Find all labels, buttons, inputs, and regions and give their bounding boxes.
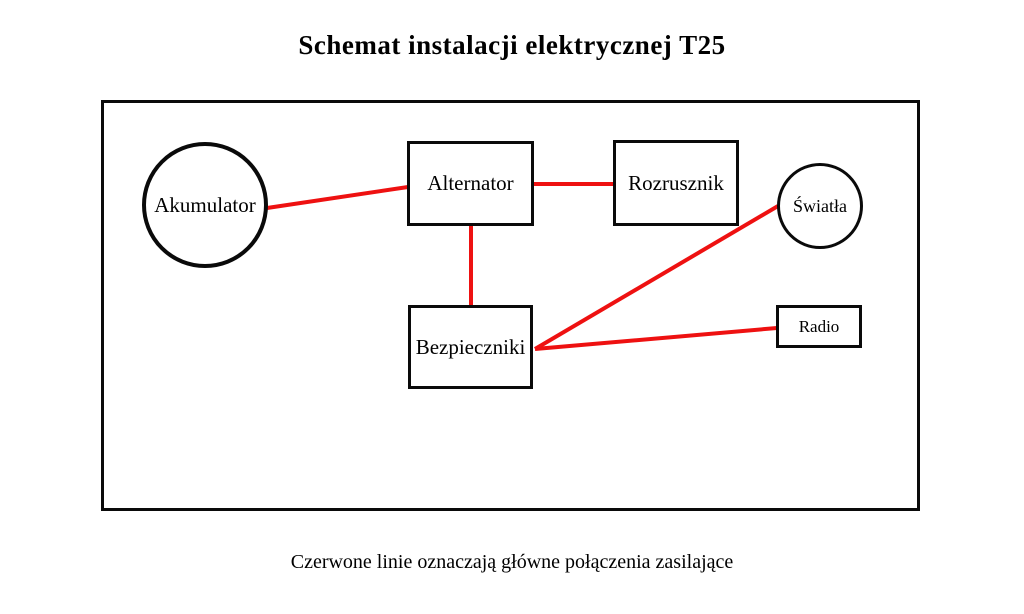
diagram-caption: Czerwone linie oznaczają główne połączen… [290, 551, 734, 573]
node-alternator: Alternator [407, 141, 534, 226]
diagram-frame [101, 100, 920, 511]
diagram-title: Schemat instalacji elektrycznej T25 [298, 30, 726, 60]
node-bezpieczniki: Bezpieczniki [408, 305, 533, 389]
node-akumulator: Akumulator [142, 142, 268, 268]
node-swiatla: Światła [777, 163, 863, 249]
node-radio: Radio [776, 305, 862, 348]
node-akumulator-label: Akumulator [154, 192, 256, 217]
node-rozrusznik: Rozrusznik [613, 140, 739, 226]
node-swiatla-label: Światła [793, 196, 847, 216]
node-alternator-label: Alternator [427, 171, 514, 195]
node-rozrusznik-label: Rozrusznik [628, 170, 724, 195]
node-radio-label: Radio [798, 317, 840, 336]
node-bezpieczniki-label: Bezpieczniki [415, 334, 526, 359]
